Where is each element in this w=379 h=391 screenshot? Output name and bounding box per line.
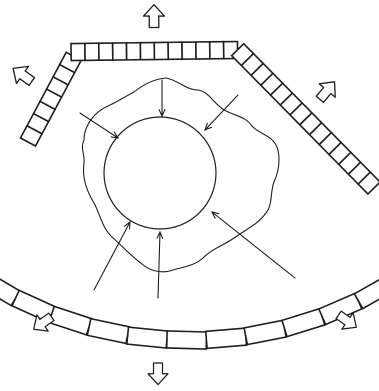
band-block bbox=[71, 43, 85, 60]
upper-segmented-band bbox=[20, 42, 379, 194]
band-block bbox=[196, 42, 210, 59]
band-block bbox=[49, 306, 92, 334]
band-block bbox=[167, 331, 207, 349]
inward-arrow-icon bbox=[94, 222, 130, 290]
lower-segmented-band bbox=[0, 128, 379, 349]
band-block bbox=[244, 320, 286, 344]
band-block bbox=[87, 319, 129, 344]
band-block bbox=[140, 43, 154, 60]
inward-arrow-icon bbox=[205, 95, 238, 130]
hollow-outward-arrow-icon bbox=[7, 60, 38, 90]
band-block bbox=[113, 43, 127, 60]
band-block bbox=[210, 42, 224, 59]
irregular-outer-boundary bbox=[82, 78, 279, 272]
inward-arrow-icon bbox=[212, 212, 295, 278]
band-block bbox=[127, 327, 168, 348]
hollow-outward-arrow-icon bbox=[144, 5, 165, 28]
inward-arrow-icon bbox=[80, 113, 118, 138]
inward-arrow-icon bbox=[157, 232, 163, 298]
band-block bbox=[126, 43, 140, 60]
band-block bbox=[99, 43, 113, 60]
hollow-outward-arrow-icon bbox=[312, 75, 343, 106]
core-zone bbox=[82, 78, 279, 272]
band-block bbox=[168, 42, 182, 59]
band-block bbox=[85, 43, 99, 60]
band-block bbox=[154, 42, 168, 59]
inward-arrow-group bbox=[80, 80, 295, 298]
band-block bbox=[182, 42, 196, 59]
central-circle bbox=[104, 117, 216, 229]
band-block bbox=[282, 309, 325, 337]
hollow-outward-arrow-icon bbox=[148, 363, 168, 385]
inward-arrow-icon bbox=[159, 80, 165, 116]
band-block bbox=[206, 328, 247, 348]
